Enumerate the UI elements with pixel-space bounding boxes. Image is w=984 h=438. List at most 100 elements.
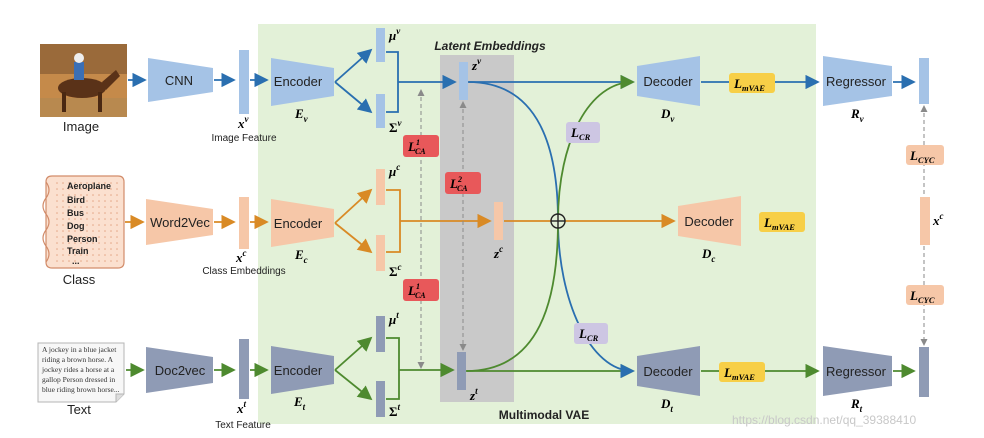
text-feature-label: Text Feature bbox=[215, 420, 271, 431]
decoder-v-label: Decoder bbox=[643, 74, 693, 89]
z-c-bar bbox=[494, 202, 503, 240]
latent-embeddings-title: Latent Embeddings bbox=[434, 39, 546, 53]
loss-cyc-top-badge bbox=[906, 145, 944, 165]
class-item: Person bbox=[67, 234, 98, 244]
mu-c-symbol: μc bbox=[388, 162, 400, 179]
decoder-t-label: Decoder bbox=[643, 364, 693, 379]
class-item: Bus bbox=[67, 208, 84, 218]
encoder-v-to-mu bbox=[334, 48, 373, 83]
cnn-label: CNN bbox=[165, 73, 193, 88]
mu-c-bar bbox=[376, 169, 385, 205]
x-c-output-bar bbox=[920, 197, 930, 245]
z-v-symbol: zv bbox=[471, 56, 482, 73]
image-feature-label: Image Feature bbox=[211, 133, 276, 144]
loss-mvae-t-badge bbox=[719, 362, 765, 382]
loss-mvae-v-badge bbox=[729, 73, 775, 93]
loss-mvae-v-text: LmVAE bbox=[733, 76, 765, 93]
decoder-c-label: Decoder bbox=[684, 214, 734, 229]
D-c-symbol: Dc bbox=[701, 246, 715, 264]
class-label: Class bbox=[63, 272, 96, 287]
loss-cyc-top-text: LCYC bbox=[909, 148, 935, 165]
multimodal-vae-title: Multimodal VAE bbox=[499, 408, 589, 422]
mu-t-bar bbox=[376, 316, 385, 352]
z-t-bar bbox=[457, 352, 466, 390]
D-v-symbol: Dv bbox=[660, 106, 675, 124]
encoder-c-label: Encoder bbox=[274, 216, 323, 231]
z-t-symbol: zt bbox=[469, 386, 478, 403]
loss-cr-top-text: LCR bbox=[570, 125, 591, 142]
encoder-v-to-sigma bbox=[334, 81, 373, 114]
x-c-symbol: xc bbox=[235, 248, 247, 265]
image-label: Image bbox=[63, 119, 99, 134]
class-embeddings-label: Class Embeddings bbox=[202, 266, 285, 277]
class-scroll-icon bbox=[42, 175, 125, 269]
x-c-output-symbol: xc bbox=[932, 211, 944, 228]
sigma-c-symbol: Σc bbox=[389, 262, 402, 279]
loss-mvae-c-text: LmVAE bbox=[763, 215, 795, 232]
word2vec-label: Word2Vec bbox=[150, 215, 210, 230]
encoder-t-to-mu bbox=[334, 336, 373, 371]
image-feature-bar bbox=[239, 50, 249, 114]
class-item: Dog bbox=[67, 221, 85, 231]
text-line: jockey rides a horse at a bbox=[41, 365, 115, 374]
loss-ca1-top-badge bbox=[403, 135, 439, 157]
reparam-t-bracket bbox=[386, 337, 453, 400]
regressor-t-label: Regressor bbox=[826, 364, 887, 379]
loss-mvae-c-badge bbox=[759, 212, 805, 232]
encoder-v-block bbox=[271, 58, 334, 106]
sigma-t-bar bbox=[376, 381, 385, 417]
text-line: A jockey in a blue jacket bbox=[42, 345, 117, 354]
z-v-bar bbox=[459, 62, 468, 100]
mu-t-symbol: μt bbox=[388, 310, 399, 327]
class-item: Bird bbox=[67, 195, 85, 205]
loss-cr-bottom-badge bbox=[574, 323, 608, 344]
sigma-c-bar bbox=[376, 235, 385, 271]
encoder-t-block bbox=[271, 346, 334, 394]
regressor-v-block bbox=[823, 56, 892, 106]
output-v-bar bbox=[919, 58, 929, 104]
sigma-v-symbol: Σv bbox=[389, 118, 403, 135]
loss-mvae-t-text: LmVAE bbox=[723, 365, 755, 382]
class-item: ... bbox=[72, 256, 80, 266]
sigma-t-symbol: Σt bbox=[389, 402, 401, 419]
text-line: gallop Person dressed in bbox=[42, 375, 115, 384]
word2vec-block bbox=[146, 199, 213, 245]
output-t-bar bbox=[919, 347, 929, 397]
watermark: https://blog.csdn.net/qq_39388410 bbox=[732, 413, 916, 427]
text-line: riding a brown horse. A bbox=[42, 355, 114, 364]
encoder-c-to-sigma bbox=[334, 222, 373, 254]
text-document-icon bbox=[37, 342, 125, 403]
loss-cr-bottom-text: LCR bbox=[578, 326, 599, 343]
regressor-t-block bbox=[823, 346, 892, 396]
reparam-v-bracket bbox=[386, 51, 455, 113]
decoder-c-block bbox=[678, 196, 741, 246]
text-line: blue riding brown horse... bbox=[42, 385, 120, 394]
R-t-symbol: Rt bbox=[850, 396, 863, 414]
encoder-t-to-sigma bbox=[334, 369, 373, 401]
decoder-t-block bbox=[637, 346, 700, 396]
class-embed-bar bbox=[239, 197, 249, 249]
doc2vec-label: Doc2vec bbox=[155, 363, 206, 378]
class-list: Aeroplane Bird Bus Dog Person Train ... bbox=[67, 181, 111, 266]
E-t-symbol: Et bbox=[293, 394, 306, 412]
text-document-body: A jockey in a blue jacket riding a brown… bbox=[41, 345, 120, 394]
text-feature-bar bbox=[239, 339, 249, 399]
encoder-c-to-mu bbox=[334, 188, 373, 224]
doc2vec-block bbox=[146, 347, 213, 393]
reparam-c-bracket bbox=[386, 189, 490, 253]
image-thumbnail bbox=[40, 44, 127, 117]
encoder-c-block bbox=[271, 199, 334, 247]
loss-cr-top-badge bbox=[566, 122, 600, 143]
D-t-symbol: Dt bbox=[660, 396, 673, 414]
regressor-v-label: Regressor bbox=[826, 74, 887, 89]
sigma-v-bar bbox=[376, 94, 385, 128]
class-item: Aeroplane bbox=[67, 181, 111, 191]
x-v-symbol: xv bbox=[237, 114, 250, 131]
mu-v-symbol: μv bbox=[388, 26, 401, 43]
decoder-v-block bbox=[637, 56, 700, 106]
circle-plus-icon bbox=[550, 213, 566, 229]
